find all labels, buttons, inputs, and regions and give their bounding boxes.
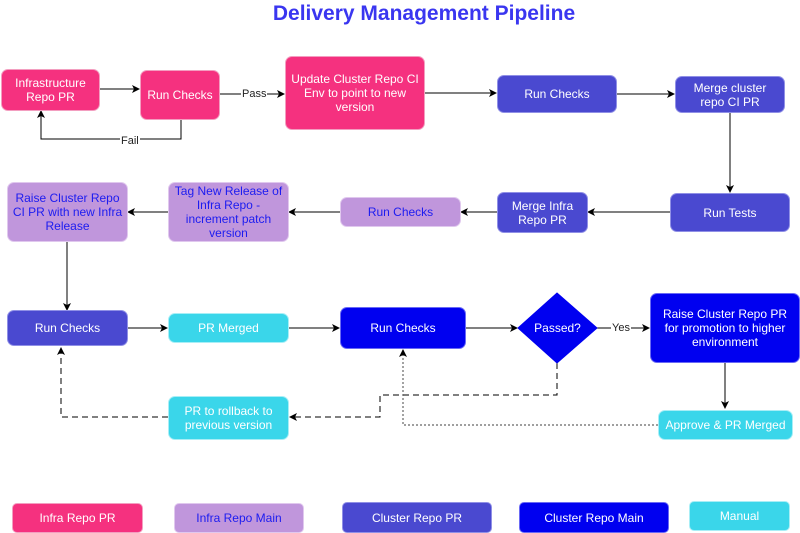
node-merge-infra-repo-pr[interactable]: Merge Infra Repo PR	[497, 192, 588, 233]
decision-passed-label: Passed?	[534, 321, 581, 335]
edge-fail-loop	[37, 110, 182, 140]
node-raise-promotion-pr[interactable]: Raise Cluster Repo PR for promotion to h…	[650, 293, 800, 363]
edge-label-yes: Yes	[611, 322, 631, 334]
edge-decision-fail-to-rollback	[289, 363, 558, 421]
edge-label-fail: Fail	[120, 135, 140, 147]
legend-manual: Manual	[689, 501, 790, 531]
node-run-checks-3[interactable]: Run Checks	[340, 197, 461, 227]
node-tag-new-release[interactable]: Tag New Release of Infra Repo - incremen…	[168, 182, 289, 242]
node-pr-merged[interactable]: PR Merged	[168, 313, 289, 343]
edge-rollback-to-checks4	[57, 347, 168, 418]
node-run-checks-4[interactable]: Run Checks	[7, 310, 128, 346]
legend-infra-repo-pr: Infra Repo PR	[12, 503, 143, 533]
legend-cluster-repo-pr: Cluster Repo PR	[342, 502, 492, 533]
node-infrastructure-repo-pr[interactable]: Infrastructure Repo PR	[1, 69, 100, 111]
edge-label-pass: Pass	[241, 88, 268, 100]
passed-decision-diamond	[517, 292, 598, 364]
edge-approve-to-checks5	[399, 349, 658, 426]
node-raise-cluster-repo-ci-pr[interactable]: Raise Cluster Repo CI PR with new Infra …	[7, 182, 128, 242]
node-run-checks-2[interactable]: Run Checks	[497, 75, 617, 113]
node-approve-pr-merged[interactable]: Approve & PR Merged	[658, 410, 793, 440]
legend-cluster-repo-main: Cluster Repo Main	[519, 502, 669, 533]
legend-infra-repo-main: Infra Repo Main	[174, 503, 304, 533]
node-update-cluster-repo-ci[interactable]: Update Cluster Repo CI Env to point to n…	[285, 56, 425, 130]
node-run-checks-1[interactable]: Run Checks	[140, 70, 220, 120]
node-pr-rollback[interactable]: PR to rollback to previous version	[168, 396, 289, 440]
node-merge-cluster-repo-ci-pr[interactable]: Merge cluster repo CI PR	[675, 76, 785, 113]
node-run-tests[interactable]: Run Tests	[670, 193, 790, 232]
diagram-title: Delivery Management Pipeline	[272, 2, 576, 25]
node-run-checks-5[interactable]: Run Checks	[340, 307, 466, 349]
